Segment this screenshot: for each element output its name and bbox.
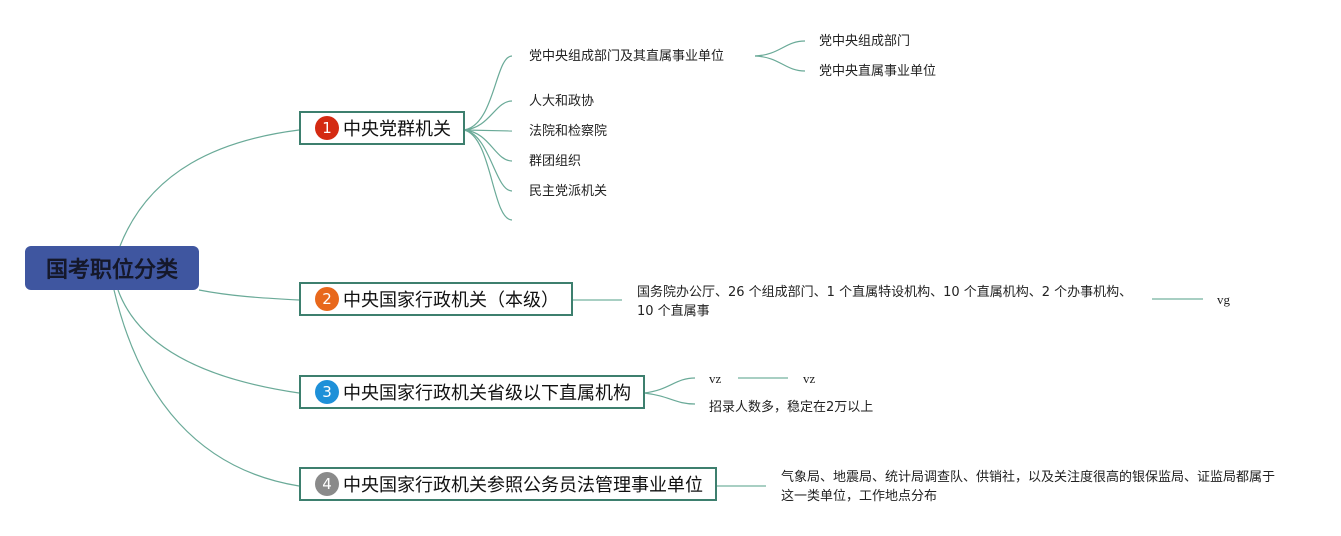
link-root-topic4 [113, 289, 300, 487]
topic-label: 中央国家行政机关参照公务员法管理事业单位 [343, 475, 703, 496]
subtopic[interactable]: 群团组织 [529, 154, 582, 169]
number-badge-icon: 2 [315, 287, 339, 311]
subtopic[interactable]: 气象局、地震局、统计局调查队、供销社，以及关注度很高的银保监局、证监局都属于这一… [781, 470, 1276, 504]
subtopic[interactable]: 人大和政协 [529, 94, 595, 109]
subtopic[interactable]: 党中央组成部门 [819, 34, 911, 49]
number-badge-icon: 4 [315, 472, 339, 496]
link-t1-c2 [463, 100, 513, 131]
subtopic[interactable]: vz [803, 371, 816, 386]
link-t3-c2 [643, 392, 696, 405]
number-badge-icon: 3 [315, 380, 339, 404]
subtopic[interactable]: 民主党派机关 [529, 184, 608, 199]
topic-sub-provincial-agencies[interactable]: 3 中央国家行政机关省级以下直属机构 [299, 375, 645, 409]
link-root-topic3 [117, 289, 300, 394]
link-t1-c4 [463, 129, 513, 162]
link-root-topic1 [119, 129, 300, 247]
subtopic[interactable]: 党中央组成部门及其直属事业单位 [529, 49, 725, 64]
link-t3-c1 [643, 377, 696, 394]
topic-central-admin-organs[interactable]: 2 中央国家行政机关（本级） [299, 282, 573, 316]
topic-label: 中央国家行政机关（本级） [343, 290, 559, 311]
subtopic[interactable]: 招录人数多，稳定在2万以上 [709, 400, 874, 415]
subtopic[interactable]: vz [709, 371, 722, 386]
link-c1-g2 [754, 55, 806, 72]
link-t1-c5 [463, 129, 513, 192]
number-badge-icon: 1 [315, 116, 339, 140]
root-topic[interactable]: 国考职位分类 [25, 246, 199, 290]
topic-public-institutions[interactable]: 4 中央国家行政机关参照公务员法管理事业单位 [299, 467, 717, 501]
topic-label: 中央党群机关 [343, 119, 451, 140]
subtopic[interactable]: 法院和检察院 [529, 124, 608, 139]
subtopic[interactable]: 国务院办公厅、26 个组成部门、1 个直属特设机构、10 个直属机构、2 个办事… [637, 285, 1133, 319]
link-t1-c1 [463, 55, 513, 131]
topic-central-party-organs[interactable]: 1 中央党群机关 [299, 111, 465, 145]
link-root-topic2 [198, 289, 300, 301]
subtopic[interactable]: 党中央直属事业单位 [819, 64, 937, 79]
link-c1-g1 [754, 40, 806, 57]
topic-label: 中央国家行政机关省级以下直属机构 [343, 383, 631, 404]
subtopic[interactable]: vg [1217, 292, 1230, 307]
link-t1-c6 [463, 129, 513, 221]
link-t1-c3 [463, 129, 513, 132]
